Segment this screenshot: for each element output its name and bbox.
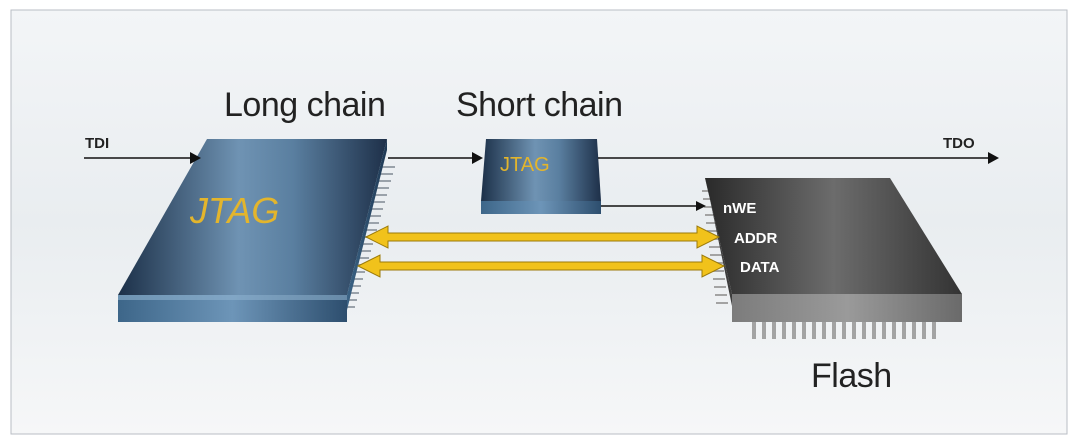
bus-arrows <box>356 225 726 278</box>
tdi-label: TDI <box>85 135 110 152</box>
flash-pin-addr: ADDR <box>734 230 778 247</box>
tdo-label: TDO <box>943 135 975 152</box>
long-chain-jtag-chip <box>118 139 387 322</box>
flash-pin-nwe: nWE <box>723 200 757 217</box>
long-chip-pins <box>341 166 395 308</box>
short-chain-label: Short chain <box>456 86 623 124</box>
signal-lines <box>84 152 999 211</box>
long-chain-label: Long chain <box>224 86 386 124</box>
short-chain-jtag-text: JTAG <box>500 154 550 176</box>
flash-chip-pins-bottom <box>752 322 936 339</box>
short-chain-jtag-chip <box>481 139 601 214</box>
flash-label: Flash <box>811 357 892 395</box>
long-chain-jtag-text: JTAG <box>190 190 280 231</box>
flash-pin-data: DATA <box>740 259 780 276</box>
flash-chip <box>705 178 962 322</box>
addr-bus-arrow <box>364 225 721 249</box>
data-bus-arrow <box>356 254 726 278</box>
